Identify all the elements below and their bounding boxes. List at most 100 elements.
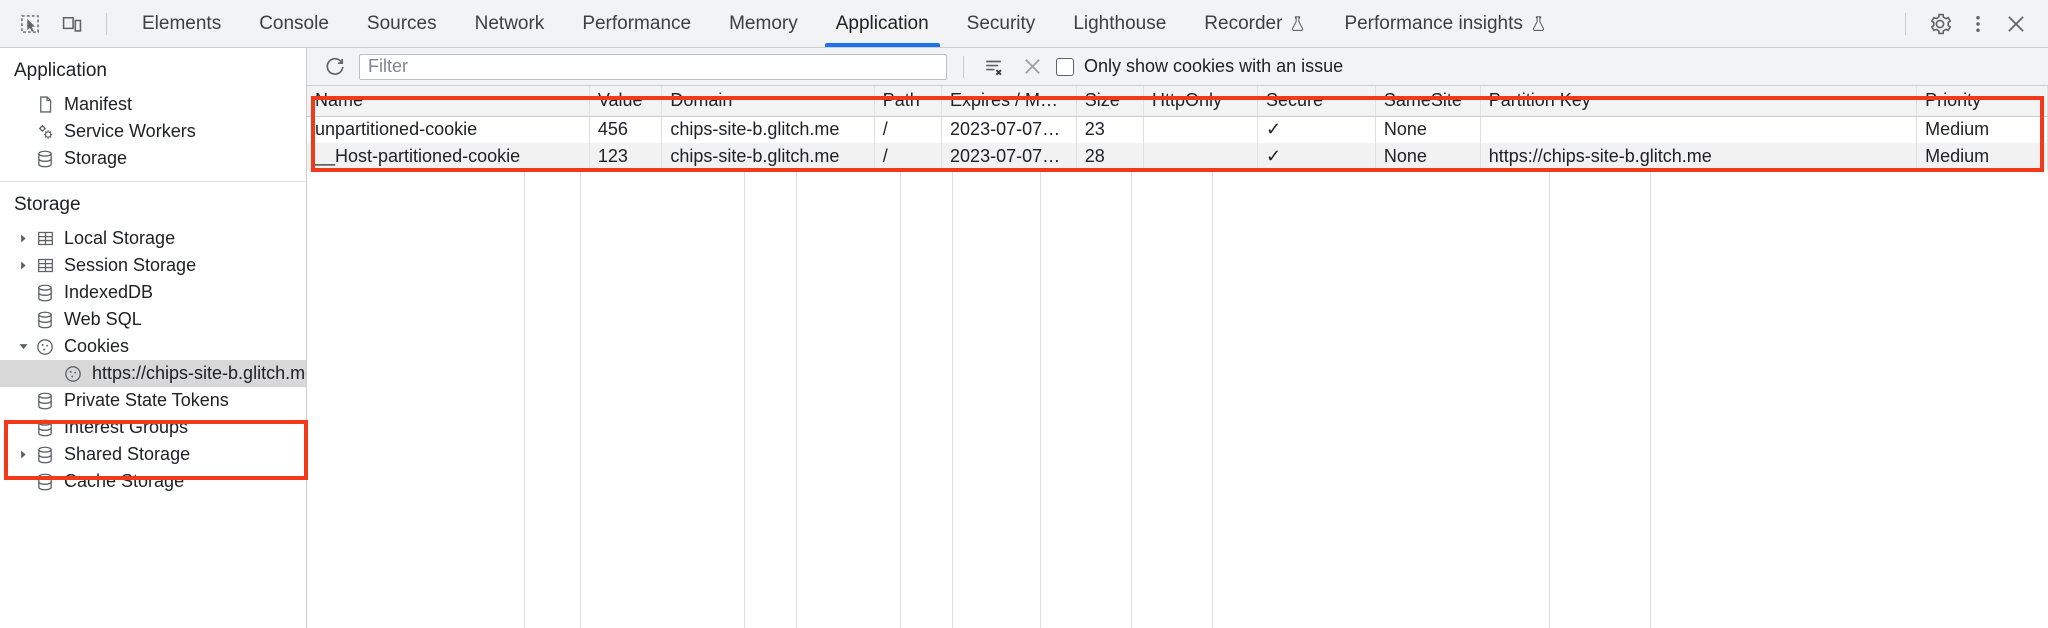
- experiment-flask-icon: [1530, 15, 1547, 32]
- cell-value[interactable]: 123: [589, 143, 663, 170]
- tab-label: Application: [835, 12, 929, 34]
- cell-priority[interactable]: Medium: [1916, 116, 2048, 143]
- sidebar-group-application: Application Manifest: [0, 48, 306, 181]
- sidebar-item-label: https://chips-site-b.glitch.me: [92, 363, 307, 383]
- column-header-path[interactable]: Path: [874, 86, 943, 117]
- cell-samesite[interactable]: None: [1375, 116, 1481, 143]
- checkbox-box[interactable]: [1056, 57, 1074, 76]
- column-header-samesite[interactable]: SameSite: [1375, 86, 1481, 117]
- close-icon[interactable]: [1998, 6, 2034, 42]
- cell-path[interactable]: /: [874, 143, 943, 170]
- filter-input[interactable]: [368, 56, 938, 77]
- chevron-right-icon[interactable]: [14, 233, 32, 244]
- cell-secure[interactable]: ✓: [1257, 116, 1376, 143]
- kebab-menu-icon[interactable]: [1960, 6, 1996, 42]
- table-header-row: Name Value Domain Path Expires / M… Size…: [307, 86, 2048, 117]
- sidebar-item-private-state-tokens[interactable]: Private State Tokens: [0, 387, 306, 414]
- tab-console[interactable]: Console: [240, 0, 348, 47]
- chevron-down-icon[interactable]: [14, 341, 32, 352]
- cell-domain[interactable]: chips-site-b.glitch.me: [661, 116, 875, 143]
- cookies-table-wrapper[interactable]: Name Value Domain Path Expires / M… Size…: [307, 86, 2048, 628]
- sidebar-item-cookie-origin[interactable]: https://chips-site-b.glitch.me: [0, 360, 306, 387]
- sidebar-item-local-storage[interactable]: Local Storage: [0, 225, 306, 252]
- table-row[interactable]: __Host-partitioned-cookie 123 chips-site…: [307, 143, 2048, 170]
- column-header-priority[interactable]: Priority: [1916, 86, 2048, 117]
- sidebar-item-label: Interest Groups: [64, 417, 189, 437]
- tab-label: Sources: [366, 12, 437, 34]
- tab-security[interactable]: Security: [948, 0, 1055, 47]
- cell-domain[interactable]: chips-site-b.glitch.me: [661, 143, 875, 170]
- inspect-element-icon[interactable]: [12, 6, 48, 42]
- chevron-right-icon[interactable]: [14, 449, 32, 460]
- clear-x-icon[interactable]: [1018, 53, 1046, 81]
- cell-partition-key[interactable]: https://chips-site-b.glitch.me: [1480, 143, 1918, 170]
- tab-label: Console: [259, 12, 329, 34]
- tab-memory[interactable]: Memory: [710, 0, 817, 47]
- filter-input-wrapper[interactable]: [359, 53, 947, 80]
- tab-label: Lighthouse: [1073, 12, 1167, 34]
- cell-path[interactable]: /: [874, 116, 943, 143]
- tab-network[interactable]: Network: [456, 0, 564, 47]
- only-show-issues-checkbox[interactable]: Only show cookies with an issue: [1056, 56, 1343, 77]
- sidebar-item-cookies[interactable]: Cookies: [0, 333, 306, 360]
- cell-size[interactable]: 28: [1076, 143, 1145, 170]
- clear-filters-icon[interactable]: [980, 53, 1008, 81]
- table-row[interactable]: unpartitioned-cookie 456 chips-site-b.gl…: [307, 116, 2048, 143]
- sidebar-item-service-workers[interactable]: Service Workers: [0, 118, 306, 145]
- table-icon: [32, 229, 58, 248]
- cell-partition-key[interactable]: [1480, 116, 1918, 143]
- cell-size[interactable]: 23: [1076, 116, 1145, 143]
- cookie-icon: [32, 337, 58, 357]
- sidebar-item-cache-storage[interactable]: Cache Storage: [0, 468, 306, 495]
- refresh-icon[interactable]: [321, 53, 349, 81]
- tabbar-right-icons: [1899, 0, 2048, 47]
- tab-label: Performance: [582, 12, 692, 34]
- tab-recorder[interactable]: Recorder: [1185, 0, 1325, 47]
- gear-icon[interactable]: [1922, 6, 1958, 42]
- sidebar-item-shared-storage[interactable]: Shared Storage: [0, 441, 306, 468]
- device-toolbar-icon[interactable]: [54, 6, 90, 42]
- database-icon: [32, 391, 58, 411]
- cell-httponly[interactable]: [1143, 116, 1258, 143]
- sidebar-item-indexeddb[interactable]: IndexedDB: [0, 279, 306, 306]
- cell-httponly[interactable]: [1143, 143, 1258, 170]
- sidebar-group-title: Application: [14, 60, 107, 81]
- cell-expires[interactable]: 2023-07-07…: [941, 116, 1077, 143]
- toolbar-divider: [963, 55, 964, 78]
- cell-name[interactable]: __Host-partitioned-cookie: [307, 143, 590, 170]
- cookies-table[interactable]: Name Value Domain Path Expires / M… Size…: [307, 86, 2048, 170]
- tabbar-left-icons: [0, 0, 123, 47]
- experiment-flask-icon: [1289, 15, 1306, 32]
- tab-label: Network: [474, 12, 545, 34]
- sidebar-item-interest-groups[interactable]: Interest Groups: [0, 414, 306, 441]
- column-header-httponly[interactable]: HttpOnly: [1143, 86, 1258, 117]
- sidebar-item-storage[interactable]: Storage: [0, 145, 306, 172]
- tab-label: Elements: [142, 12, 222, 34]
- cell-value[interactable]: 456: [589, 116, 663, 143]
- tab-application[interactable]: Application: [817, 0, 948, 47]
- column-header-name[interactable]: Name: [307, 86, 590, 117]
- table-body: unpartitioned-cookie 456 chips-site-b.gl…: [307, 116, 2048, 170]
- tab-elements[interactable]: Elements: [123, 0, 240, 47]
- cell-expires[interactable]: 2023-07-07…: [941, 143, 1077, 170]
- tab-lighthouse[interactable]: Lighthouse: [1054, 0, 1185, 47]
- cell-priority[interactable]: Medium: [1916, 143, 2048, 170]
- application-sidebar[interactable]: Application Manifest: [0, 48, 307, 628]
- database-icon: [32, 445, 58, 465]
- column-header-size[interactable]: Size: [1076, 86, 1145, 117]
- tab-performance-insights[interactable]: Performance insights: [1325, 0, 1565, 47]
- sidebar-item-manifest[interactable]: Manifest: [0, 91, 306, 118]
- sidebar-item-session-storage[interactable]: Session Storage: [0, 252, 306, 279]
- chevron-right-icon[interactable]: [14, 260, 32, 271]
- sidebar-item-web-sql[interactable]: Web SQL: [0, 306, 306, 333]
- tab-sources[interactable]: Sources: [348, 0, 456, 47]
- cell-samesite[interactable]: None: [1375, 143, 1481, 170]
- column-header-secure[interactable]: Secure: [1257, 86, 1376, 117]
- cell-secure[interactable]: ✓: [1257, 143, 1376, 170]
- column-header-partition-key[interactable]: Partition Key: [1480, 86, 1918, 117]
- column-header-expires[interactable]: Expires / M…: [941, 86, 1077, 117]
- cell-name[interactable]: unpartitioned-cookie: [307, 116, 590, 143]
- column-header-value[interactable]: Value: [589, 86, 663, 117]
- column-header-domain[interactable]: Domain: [661, 86, 875, 117]
- tab-performance[interactable]: Performance: [563, 0, 710, 47]
